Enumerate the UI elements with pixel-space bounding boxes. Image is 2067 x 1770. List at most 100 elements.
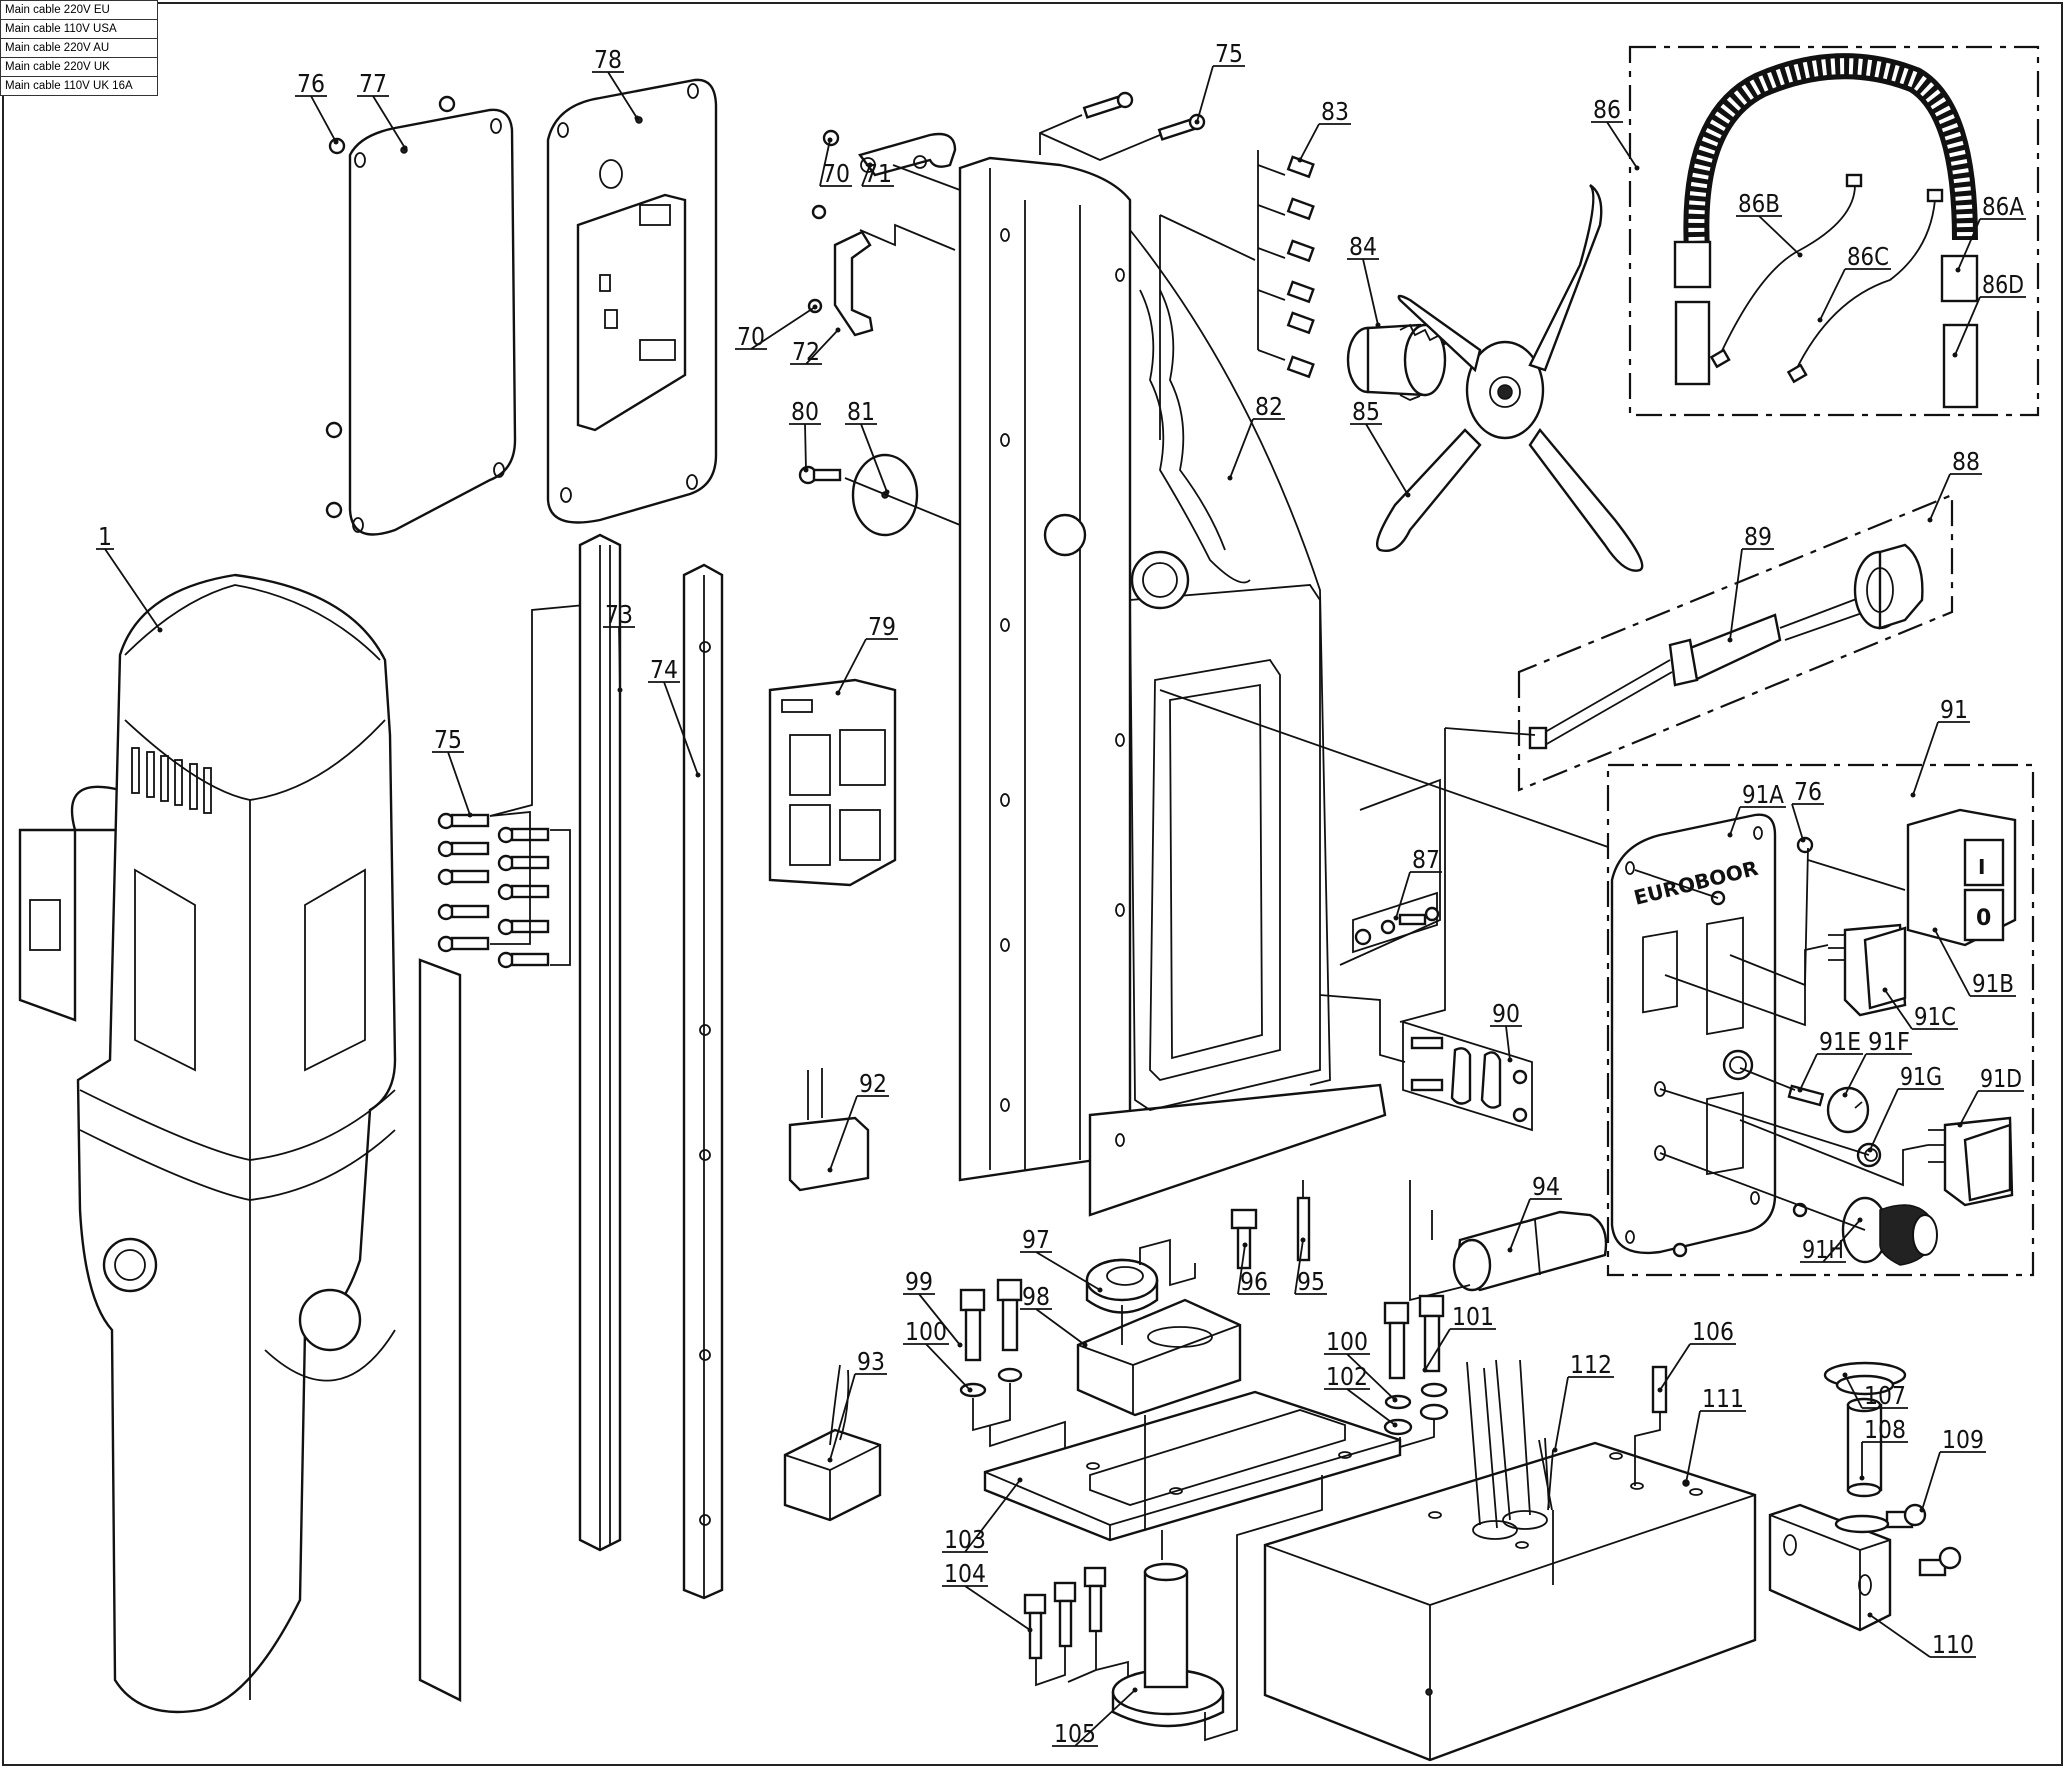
part-label-112[interactable]: 112: [1570, 1350, 1612, 1379]
part-label-104[interactable]: 104: [944, 1559, 986, 1588]
washer-102[interactable]: [1383, 1382, 1449, 1436]
cover-plate-77[interactable]: [348, 108, 517, 536]
part-label-106[interactable]: 106: [1692, 1317, 1734, 1346]
part-label-95[interactable]: 95: [1297, 1267, 1325, 1296]
part-label-93[interactable]: 93: [857, 1347, 885, 1376]
part-label-73[interactable]: 73: [605, 600, 633, 629]
part-label-70[interactable]: 70: [737, 322, 765, 351]
pcb-79[interactable]: [768, 678, 897, 887]
part-label-100[interactable]: 100: [905, 1317, 947, 1346]
wire-86B[interactable]: [1709, 173, 1863, 369]
part-label-91f[interactable]: 91F: [1868, 1027, 1910, 1056]
part-label-111[interactable]: 111: [1702, 1384, 1744, 1413]
rocker-switch-91C[interactable]: [1828, 923, 1907, 1017]
part-label-107[interactable]: 107: [1864, 1381, 1906, 1410]
main-switch-91B[interactable]: I 0: [1906, 808, 2017, 947]
part-label-70[interactable]: 70: [822, 159, 850, 188]
part-label-92[interactable]: 92: [859, 1069, 887, 1098]
part-label-76[interactable]: 76: [297, 69, 325, 98]
part-label-84[interactable]: 84: [1349, 232, 1377, 261]
pin-set-83[interactable]: [1257, 150, 1315, 379]
cap-107[interactable]: [1823, 1361, 1907, 1396]
cable-option[interactable]: Main cable 110V UK 16A: [0, 76, 158, 96]
bracket-72[interactable]: [833, 230, 874, 337]
handle-85[interactable]: [1375, 184, 1644, 572]
magnet-base-111[interactable]: [1263, 1441, 1757, 1762]
pin-95[interactable]: [1296, 1196, 1311, 1262]
part-label-103[interactable]: 103: [944, 1525, 986, 1554]
part-label-91g[interactable]: 91G: [1900, 1062, 1942, 1091]
part-label-101[interactable]: 101: [1452, 1302, 1494, 1331]
part-label-77[interactable]: 77: [359, 69, 387, 98]
part-label-94[interactable]: 94: [1532, 1172, 1560, 1201]
part-label-91c[interactable]: 91C: [1914, 1002, 1956, 1031]
part-label-99[interactable]: 99: [905, 1267, 933, 1296]
part-label-91e[interactable]: 91E: [1819, 1027, 1861, 1056]
capacitor-93[interactable]: [783, 1364, 882, 1522]
screw-109[interactable]: [1885, 1503, 1962, 1577]
spindle-94[interactable]: [1452, 1210, 1608, 1292]
part-label-91h[interactable]: 91H: [1802, 1235, 1844, 1264]
bolt-75-top[interactable]: [1039, 91, 1206, 161]
collar-97[interactable]: [1085, 1258, 1159, 1314]
part-label-74[interactable]: 74: [650, 655, 678, 684]
gib-strip-74[interactable]: [682, 563, 724, 1600]
part-label-90[interactable]: 90: [1492, 999, 1520, 1028]
part-label-86[interactable]: 86: [1593, 95, 1621, 124]
wires-112[interactable]: [1466, 1359, 1554, 1585]
part-label-86b[interactable]: 86B: [1738, 189, 1780, 218]
part-label-96[interactable]: 96: [1240, 1267, 1268, 1296]
cable-option[interactable]: Main cable 220V AU: [0, 38, 158, 58]
part-label-88[interactable]: 88: [1952, 447, 1980, 476]
gib-strip-73[interactable]: [578, 533, 622, 1552]
bolt-104[interactable]: [1023, 1566, 1107, 1660]
part-label-110[interactable]: 110: [1932, 1630, 1974, 1659]
part-label-86a[interactable]: 86A: [1982, 192, 2024, 221]
slide-block-98[interactable]: [1076, 1298, 1242, 1417]
part-label-105[interactable]: 105: [1054, 1719, 1096, 1748]
pivot-block-110[interactable]: [1768, 1503, 1892, 1632]
flange-105[interactable]: [1111, 1562, 1225, 1728]
part-label-89[interactable]: 89: [1744, 522, 1772, 551]
part-label-72[interactable]: 72: [792, 337, 820, 366]
part-label-91d[interactable]: 91D: [1980, 1064, 2022, 1093]
part-label-85[interactable]: 85: [1352, 397, 1380, 426]
part-label-109[interactable]: 109: [1942, 1425, 1984, 1454]
rocker-switch-91D[interactable]: [1928, 1116, 2014, 1207]
part-label-108[interactable]: 108: [1864, 1415, 1906, 1444]
part-label-91a[interactable]: 91A: [1742, 780, 1784, 809]
sensor-88[interactable]: [1853, 543, 1924, 630]
drill-motor-1[interactable]: [18, 573, 462, 1714]
fuse-91E[interactable]: [1787, 1084, 1825, 1107]
part-label-1[interactable]: 1: [98, 522, 112, 551]
part-label-76[interactable]: 76: [1794, 777, 1822, 806]
cable-option[interactable]: Main cable 220V EU: [0, 0, 158, 20]
part-label-100[interactable]: 100: [1326, 1327, 1368, 1356]
part-label-82[interactable]: 82: [1255, 392, 1283, 421]
part-label-87[interactable]: 87: [1412, 845, 1440, 874]
handle-hub[interactable]: [1465, 340, 1545, 440]
fuse-cap-91F[interactable]: [1826, 1086, 1870, 1134]
part-label-91[interactable]: 91: [1940, 695, 1968, 724]
part-label-102[interactable]: 102: [1326, 1362, 1368, 1391]
part-label-71[interactable]: 71: [864, 159, 892, 188]
bolt-99[interactable]: [959, 1278, 1023, 1362]
relay-92[interactable]: [788, 1068, 870, 1192]
plunger-108[interactable]: [1846, 1397, 1883, 1498]
base-plate-103[interactable]: [983, 1390, 1402, 1542]
bolt-nut-87[interactable]: [1352, 891, 1440, 954]
part-label-80[interactable]: 80: [791, 397, 819, 426]
cable-option[interactable]: Main cable 220V UK: [0, 57, 158, 77]
part-label-98[interactable]: 98: [1022, 1282, 1050, 1311]
bolt-set-75[interactable]: [437, 604, 586, 969]
part-label-75[interactable]: 75: [1215, 39, 1243, 68]
part-label-78[interactable]: 78: [594, 45, 622, 74]
washer-100[interactable]: [959, 1367, 1023, 1398]
pinion-84[interactable]: [1346, 323, 1447, 401]
cable-clamp-90[interactable]: [1402, 1020, 1533, 1132]
hose-86[interactable]: [1673, 53, 1979, 409]
sensor-cable-89[interactable]: [1528, 589, 1886, 750]
part-label-86c[interactable]: 86C: [1847, 242, 1889, 271]
potentiometer-knob-91H[interactable]: [1841, 1196, 1938, 1266]
part-label-75[interactable]: 75: [434, 725, 462, 754]
